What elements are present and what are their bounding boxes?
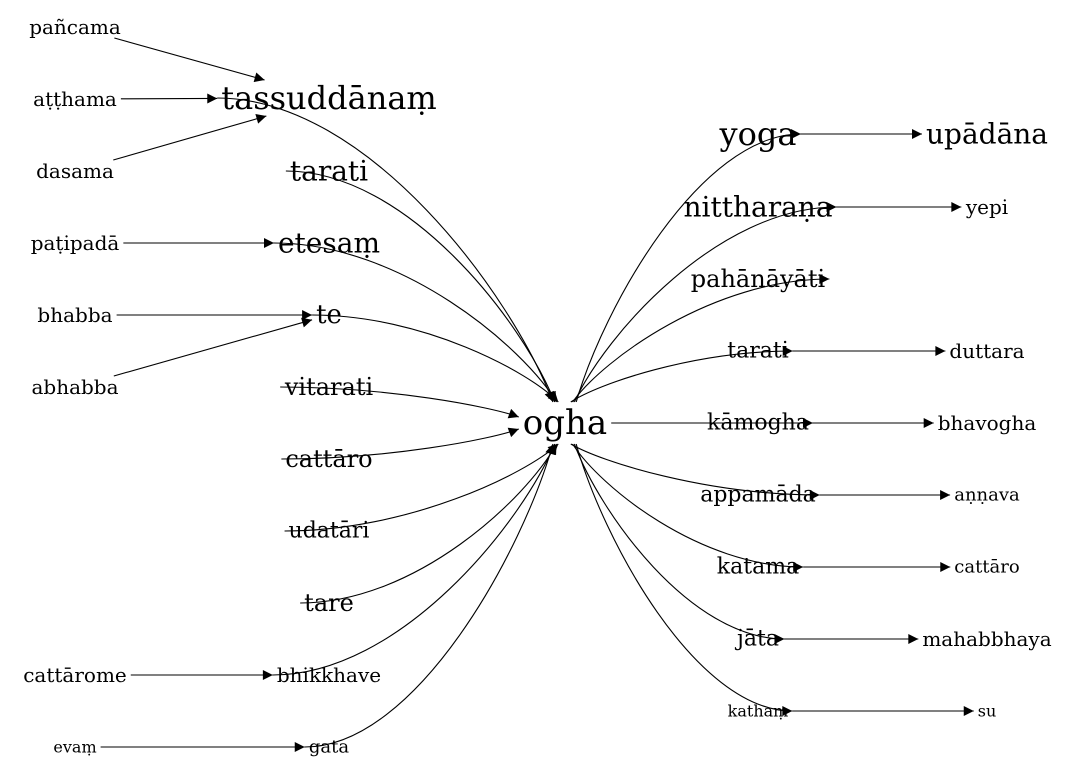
node-cattaro-r: cattāro bbox=[954, 557, 1019, 578]
node-tarati-l: tarati bbox=[290, 155, 368, 188]
edge-dasama-to-tassuddanam bbox=[113, 113, 267, 161]
edge-tarati-l-to-ogha bbox=[285, 170, 556, 403]
edge-ogha-to-tarati-r bbox=[570, 346, 793, 403]
node-abhabba: abhabba bbox=[31, 375, 118, 399]
node-tassuddanam: tassuddānaṃ bbox=[221, 79, 436, 117]
edges-layer bbox=[100, 37, 974, 752]
edge-udatari-to-ogha bbox=[284, 443, 559, 532]
node-te: te bbox=[316, 300, 342, 330]
node-bhikkhave: bhikkhave bbox=[277, 663, 381, 687]
edge-gata-to-ogha bbox=[304, 443, 556, 748]
node-upadana: upādāna bbox=[926, 118, 1048, 151]
node-bhavogha: bhavogha bbox=[938, 411, 1037, 435]
edge-abhabba-to-te bbox=[113, 317, 313, 377]
node-udatari: udatāri bbox=[289, 519, 370, 544]
edge-ogha-to-appamada bbox=[570, 443, 820, 500]
edge-pancama-to-tassuddanam bbox=[114, 37, 265, 83]
node-ogha: ogha bbox=[523, 403, 607, 443]
edge-ogha-to-yoga bbox=[575, 129, 801, 403]
node-tarati-r: tarati bbox=[727, 339, 788, 364]
node-yoga: yoga bbox=[719, 115, 797, 153]
node-katham: kathaṃ bbox=[728, 702, 789, 721]
node-patipada: paṭipadā bbox=[31, 231, 120, 255]
edge-ogha-to-katama bbox=[572, 443, 804, 572]
node-appamada: appamāda bbox=[700, 483, 816, 508]
edge-vitarati-to-ogha bbox=[280, 386, 519, 419]
node-vitarati: vitarati bbox=[284, 373, 374, 401]
edge-ogha-to-jata bbox=[573, 443, 785, 644]
node-tare: tare bbox=[304, 589, 354, 617]
edge-ogha-to-nittharana bbox=[573, 202, 837, 403]
node-jata: jāta bbox=[734, 627, 779, 652]
edge-bhikkhave-to-ogha bbox=[272, 443, 556, 676]
edge-tassuddanam-to-ogha bbox=[217, 97, 555, 403]
node-cattaro-l: cattāro bbox=[285, 445, 372, 473]
node-bhabba: bhabba bbox=[37, 303, 112, 327]
node-gata: gata bbox=[309, 737, 349, 758]
node-atthama: aṭṭhama bbox=[33, 87, 117, 111]
node-su: su bbox=[978, 702, 997, 721]
node-etesam: etesaṃ bbox=[278, 227, 380, 260]
edge-cattaro-l-to-ogha bbox=[281, 427, 519, 460]
node-pahanayati: pahānāyāti bbox=[691, 265, 826, 293]
nodes-layer: pañcama aṭṭhama dasama tassuddānaṃ tarati paṭ… bbox=[23, 15, 1052, 758]
node-cattarome: cattārome bbox=[23, 663, 127, 687]
edge-ogha-to-katham bbox=[575, 443, 793, 716]
node-annava: aṇṇava bbox=[954, 485, 1020, 506]
node-yepi: yepi bbox=[965, 195, 1008, 219]
node-kamogha: kāmogha bbox=[707, 411, 809, 436]
node-katama: katama bbox=[717, 555, 799, 580]
node-mahabbhaya: mahabbhaya bbox=[922, 627, 1051, 651]
node-nittharana: nittharaṇa bbox=[683, 191, 832, 224]
node-pancama: pañcama bbox=[29, 15, 121, 39]
node-dasama: dasama bbox=[36, 159, 114, 183]
edge-ogha-to-pahanayati bbox=[572, 274, 830, 403]
edge-etesam-to-ogha bbox=[273, 242, 557, 403]
edge-tare-to-ogha bbox=[300, 443, 557, 604]
edge-te-to-ogha bbox=[312, 314, 559, 403]
node-duttara: duttara bbox=[949, 339, 1024, 363]
node-evam: evaṃ bbox=[53, 738, 96, 757]
